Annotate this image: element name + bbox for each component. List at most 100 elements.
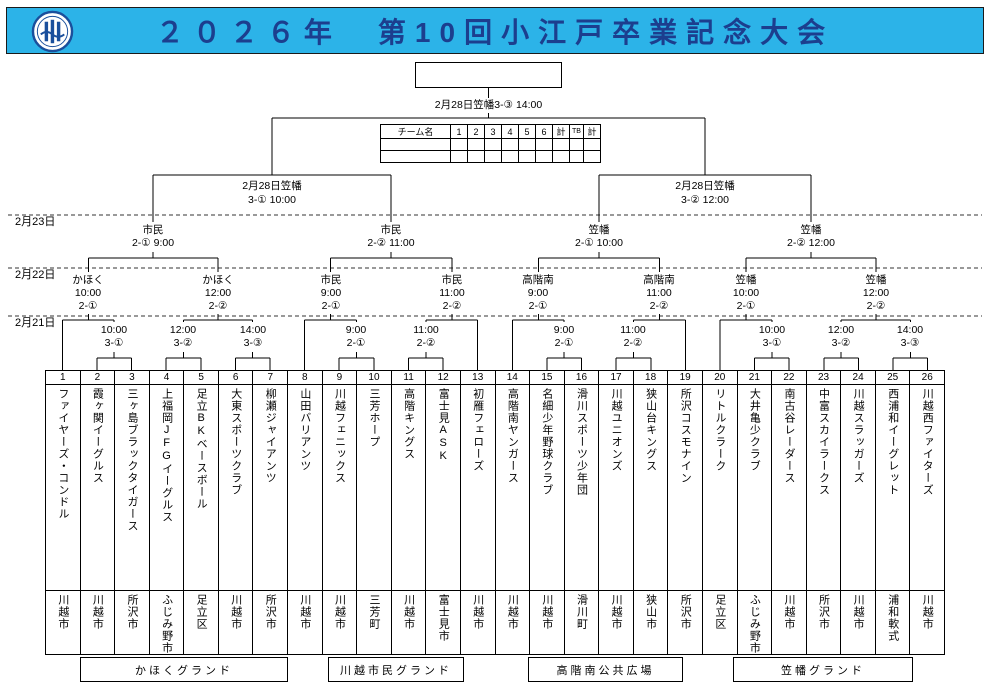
team-name: 川越フェニックス bbox=[322, 385, 357, 591]
match-game: 3-① 10:00 bbox=[248, 194, 296, 206]
score-table: チーム名 1 2 3 4 5 6 計 TB 計 bbox=[380, 124, 601, 163]
match-game: 2-① bbox=[78, 300, 98, 312]
match-venue: 笠幡 bbox=[865, 274, 887, 286]
match-time: 11:00 bbox=[646, 287, 672, 299]
score-cell bbox=[501, 138, 519, 151]
team-column: 19 所沢コスモナイン 所沢市 bbox=[667, 371, 702, 654]
team-city: 川越市 bbox=[56, 594, 69, 630]
team-name: 滑川スポーツ少年団 bbox=[564, 385, 599, 591]
team-column: 1 ファイヤーズ・コンドル 川越市 bbox=[46, 371, 80, 654]
score-col-header: 6 bbox=[535, 124, 553, 139]
team-column: 2 霞ヶ関イーグルス 川越市 bbox=[79, 371, 115, 654]
match-venue: かほく bbox=[72, 274, 104, 286]
team-city: 川越市 bbox=[540, 594, 553, 630]
match-game: 2-② bbox=[866, 300, 886, 312]
team-number: 14 bbox=[495, 371, 530, 385]
score-col-header: 計 bbox=[583, 124, 601, 139]
team-column: 14 高階南ヤンガース 川越市 bbox=[494, 371, 530, 654]
team-city: 川越市 bbox=[229, 594, 242, 630]
ground-label-kawagoe-shimin: 川越市民グランド bbox=[328, 657, 464, 682]
match-game: 2-② bbox=[416, 337, 436, 349]
round2-match-1: かほく 10:00 2-① bbox=[59, 272, 117, 314]
team-name: 山田バリアンツ bbox=[288, 385, 322, 591]
team-column: 22 南古谷レーダース 川越市 bbox=[771, 371, 806, 654]
team-number: 6 bbox=[218, 371, 253, 385]
score-cell bbox=[583, 150, 601, 163]
match-game: 2-① 9:00 bbox=[131, 237, 175, 249]
team-number: 9 bbox=[322, 371, 357, 385]
team-number: 19 bbox=[668, 371, 702, 385]
match-game: 2-② bbox=[623, 337, 643, 349]
round3-match-3: 笠幡 2-① 10:00 bbox=[551, 222, 647, 252]
semifinal-match-2: 2月28日笠幡 3-② 12:00 bbox=[650, 179, 760, 208]
team-city: 富士見市 bbox=[437, 594, 450, 642]
team-column: 10 三芳ホープ 三芳町 bbox=[356, 371, 391, 654]
date-label-feb21: 2月21日 bbox=[12, 317, 59, 330]
team-name: 高階キングス bbox=[391, 385, 426, 591]
team-number: 11 bbox=[391, 371, 426, 385]
match-time: 10:00 bbox=[732, 287, 760, 299]
score-cell bbox=[380, 150, 451, 163]
round2-match-6: 高階南 11:00 2-② bbox=[630, 272, 688, 314]
team-name: 川越西ファイターズ bbox=[910, 385, 945, 591]
team-city: 三芳町 bbox=[368, 594, 381, 630]
semifinal-match-1: 2月28日笠幡 3-① 10:00 bbox=[217, 179, 327, 208]
match-venue: 笠幡 bbox=[800, 224, 822, 236]
team-name: 中富スカイラークス bbox=[806, 385, 841, 591]
team-city: 川越市 bbox=[782, 594, 795, 630]
round3-match-1: 市民 2-① 9:00 bbox=[105, 222, 201, 252]
team-number: 16 bbox=[564, 371, 599, 385]
team-column: 13 初雁フェローズ 川越市 bbox=[459, 371, 495, 654]
team-number: 26 bbox=[910, 371, 945, 385]
score-table-row bbox=[380, 138, 601, 151]
round1-match-7: 11:00 2-② bbox=[610, 322, 656, 352]
team-column: 11 高階キングス 川越市 bbox=[390, 371, 426, 654]
team-city: 浦和軟式 bbox=[886, 594, 899, 642]
match-game: 3-② bbox=[173, 337, 193, 349]
ground-label-kahoku: かほくグランド bbox=[80, 657, 288, 682]
match-time: 9:00 bbox=[345, 324, 367, 336]
team-column: 5 足立BKベースボール 足立区 bbox=[183, 371, 218, 654]
round2-match-8: 笠幡 12:00 2-② bbox=[847, 272, 905, 314]
team-name: ファイヤーズ・コンドル bbox=[46, 385, 80, 591]
team-column: 16 滑川スポーツ少年団 滑川町 bbox=[563, 371, 599, 654]
match-game: 2-② 12:00 bbox=[787, 237, 835, 249]
team-number: 7 bbox=[253, 371, 288, 385]
match-game: 2-② bbox=[442, 300, 462, 312]
match-time: 14:00 bbox=[896, 324, 924, 336]
score-col-header: チーム名 bbox=[380, 124, 451, 139]
date-label-feb22: 2月22日 bbox=[12, 269, 59, 282]
round1-match-2: 12:00 3-② bbox=[160, 322, 206, 352]
score-cell bbox=[535, 150, 553, 163]
score-col-header: 5 bbox=[518, 124, 536, 139]
match-game: 2-① bbox=[321, 300, 341, 312]
score-col-header: 3 bbox=[484, 124, 502, 139]
match-venue: 笠幡 bbox=[735, 274, 757, 286]
ground-label-kasahata: 笠幡グランド bbox=[733, 657, 913, 682]
match-game: 2-② bbox=[649, 300, 669, 312]
team-name: 柳瀬ジャイアンツ bbox=[253, 385, 288, 591]
match-venue: 2月28日笠幡 bbox=[242, 180, 302, 192]
match-venue: 高階南 bbox=[643, 274, 675, 286]
title-bar: ２０２６年 第10回小江戸卒業記念大会 bbox=[6, 7, 984, 54]
team-city: 足立区 bbox=[713, 594, 726, 630]
match-time: 9:00 bbox=[320, 287, 342, 299]
team-column: 12 富士見ASK 富士見市 bbox=[425, 371, 460, 654]
score-cell bbox=[569, 138, 584, 151]
match-time: 11:00 bbox=[620, 324, 646, 336]
score-cell bbox=[518, 138, 536, 151]
team-number: 4 bbox=[149, 371, 184, 385]
team-city: 所沢市 bbox=[125, 594, 138, 630]
team-number: 18 bbox=[633, 371, 668, 385]
team-number: 3 bbox=[115, 371, 149, 385]
team-city: 所沢市 bbox=[679, 594, 692, 630]
team-column: 21 大井亀少クラブ ふじみ野市 bbox=[736, 371, 772, 654]
team-name: 富士見ASK bbox=[426, 385, 460, 591]
team-city: 川越市 bbox=[610, 594, 623, 630]
team-number: 22 bbox=[772, 371, 806, 385]
score-table-row bbox=[380, 150, 601, 163]
match-venue: 笠幡 bbox=[588, 224, 610, 236]
match-game: 2-② bbox=[208, 300, 228, 312]
match-game: 2-① bbox=[528, 300, 548, 312]
date-label-feb23: 2月23日 bbox=[12, 216, 59, 229]
